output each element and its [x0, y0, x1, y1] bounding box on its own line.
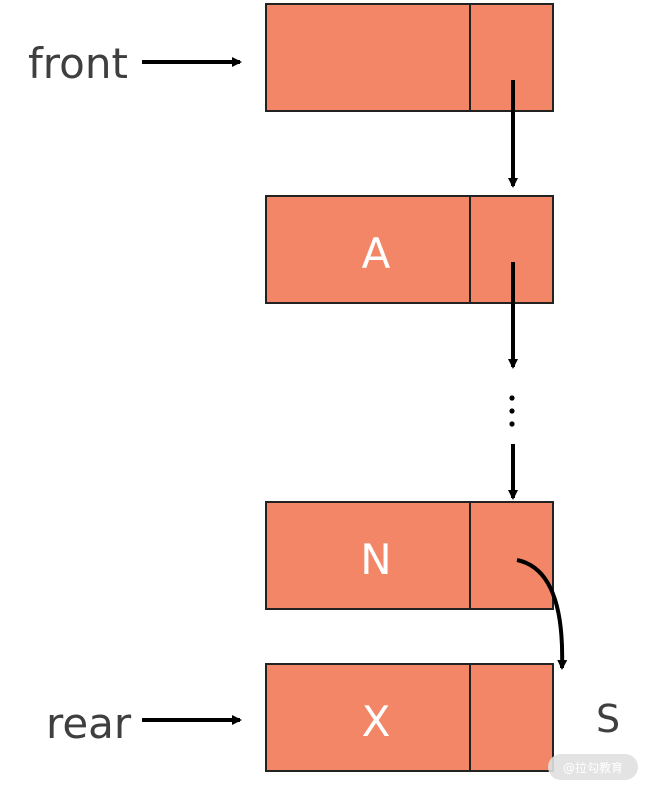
- node-n-box: [265, 501, 554, 610]
- node-x-box: [265, 663, 554, 772]
- rear-pointer-label: rear: [46, 699, 132, 748]
- node-a-box: [265, 195, 554, 304]
- node-n: N: [265, 501, 554, 610]
- watermark-badge: [548, 754, 638, 780]
- node-a-data-label: A: [362, 229, 391, 278]
- node-a: A: [265, 195, 554, 304]
- queue-name-label: S: [596, 697, 620, 741]
- node-x: X: [265, 663, 554, 772]
- node-n-data-label: N: [360, 535, 391, 584]
- head-node: [265, 3, 554, 112]
- head-node-box: [265, 3, 554, 112]
- link-arrow-n-to-x: [516, 558, 568, 670]
- node-x-data-label: X: [362, 697, 391, 746]
- watermark-text: @拉勾教育: [563, 760, 623, 775]
- front-pointer-label: front: [28, 39, 128, 88]
- ellipsis-icon: [509, 395, 515, 427]
- watermark: @拉勾教育: [548, 754, 638, 780]
